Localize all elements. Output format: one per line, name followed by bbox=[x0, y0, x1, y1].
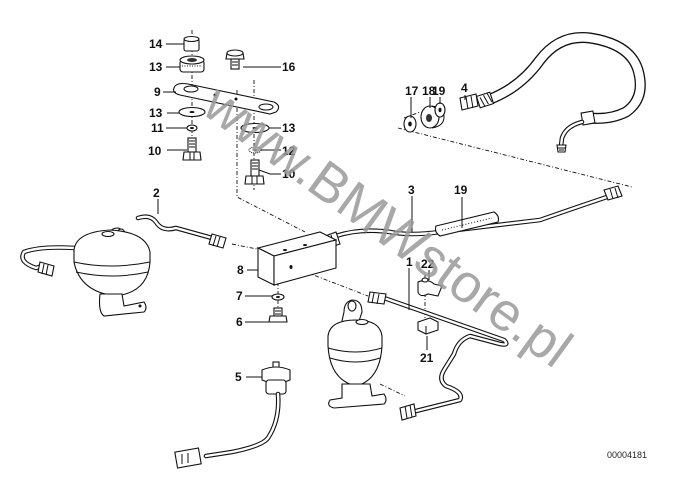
callout-labels: 14 13 9 13 11 10 16 13 12 10 2 3 19 17 1… bbox=[148, 37, 468, 384]
pressure-switch-5[interactable] bbox=[174, 361, 291, 469]
callout-22: 22 bbox=[421, 257, 435, 271]
lock-washer-11[interactable] bbox=[186, 124, 198, 132]
axis-line-hose-to-pipe bbox=[397, 127, 633, 188]
rubber-mount-14[interactable] bbox=[179, 55, 205, 73]
callout-18: 18 bbox=[422, 84, 436, 98]
callout-20: 19 bbox=[454, 183, 468, 197]
callout-16: 16 bbox=[282, 60, 296, 74]
accumulator-right[interactable] bbox=[327, 299, 387, 409]
pipe-2[interactable] bbox=[20, 214, 227, 277]
callout-15: 14 bbox=[149, 37, 163, 51]
leader-lines bbox=[157, 43, 466, 378]
callout-9: 9 bbox=[154, 85, 161, 99]
distributor-block-8[interactable] bbox=[256, 231, 338, 286]
callout-1: 1 bbox=[406, 255, 413, 269]
washer-17[interactable] bbox=[403, 115, 417, 133]
hex-bolt-10-left[interactable] bbox=[182, 137, 202, 161]
callout-10-left: 10 bbox=[148, 144, 162, 158]
gasket-ring-7[interactable] bbox=[271, 293, 285, 301]
callout-10-right: 10 bbox=[282, 167, 296, 181]
clip-holder-21[interactable] bbox=[417, 317, 439, 335]
callout-19: 19 bbox=[432, 84, 446, 98]
hex-bolt-10-right[interactable] bbox=[244, 159, 265, 185]
callout-3: 3 bbox=[408, 183, 415, 197]
callout-7: 7 bbox=[236, 289, 243, 303]
callout-4: 4 bbox=[461, 81, 468, 95]
bracket-9[interactable] bbox=[173, 82, 280, 115]
accumulator-left[interactable] bbox=[73, 227, 151, 317]
washer-19[interactable] bbox=[434, 102, 446, 118]
callout-13-left: 13 bbox=[149, 106, 163, 120]
callout-14: 13 bbox=[149, 60, 163, 74]
callout-5: 5 bbox=[235, 370, 242, 384]
callout-12: 12 bbox=[282, 144, 296, 158]
protective-sleeve-20[interactable] bbox=[434, 211, 500, 237]
pressure-hose-4[interactable] bbox=[459, 31, 646, 153]
pipe-clip-22[interactable] bbox=[417, 277, 443, 297]
callout-8: 8 bbox=[237, 263, 244, 277]
callout-2: 2 bbox=[153, 186, 160, 200]
screw-plug-6[interactable] bbox=[268, 307, 288, 323]
callout-6: 6 bbox=[236, 315, 243, 329]
spacer-sleeve-15[interactable] bbox=[183, 35, 200, 52]
callout-11: 11 bbox=[151, 121, 164, 135]
hex-bolt-16[interactable] bbox=[225, 49, 245, 70]
axis-line-left-fitting bbox=[231, 243, 263, 251]
pipe-1[interactable] bbox=[367, 291, 509, 421]
mount-stack bbox=[173, 35, 280, 185]
callout-21: 21 bbox=[420, 351, 434, 365]
drawing-number: 00004181 bbox=[607, 450, 647, 460]
callout-13-right: 13 bbox=[282, 121, 296, 135]
axis-line-right-fitting bbox=[289, 265, 369, 297]
washer-13-left[interactable] bbox=[178, 106, 206, 118]
watermark-text: www.BMWstore.pl bbox=[192, 73, 582, 380]
callout-17: 17 bbox=[405, 84, 419, 98]
